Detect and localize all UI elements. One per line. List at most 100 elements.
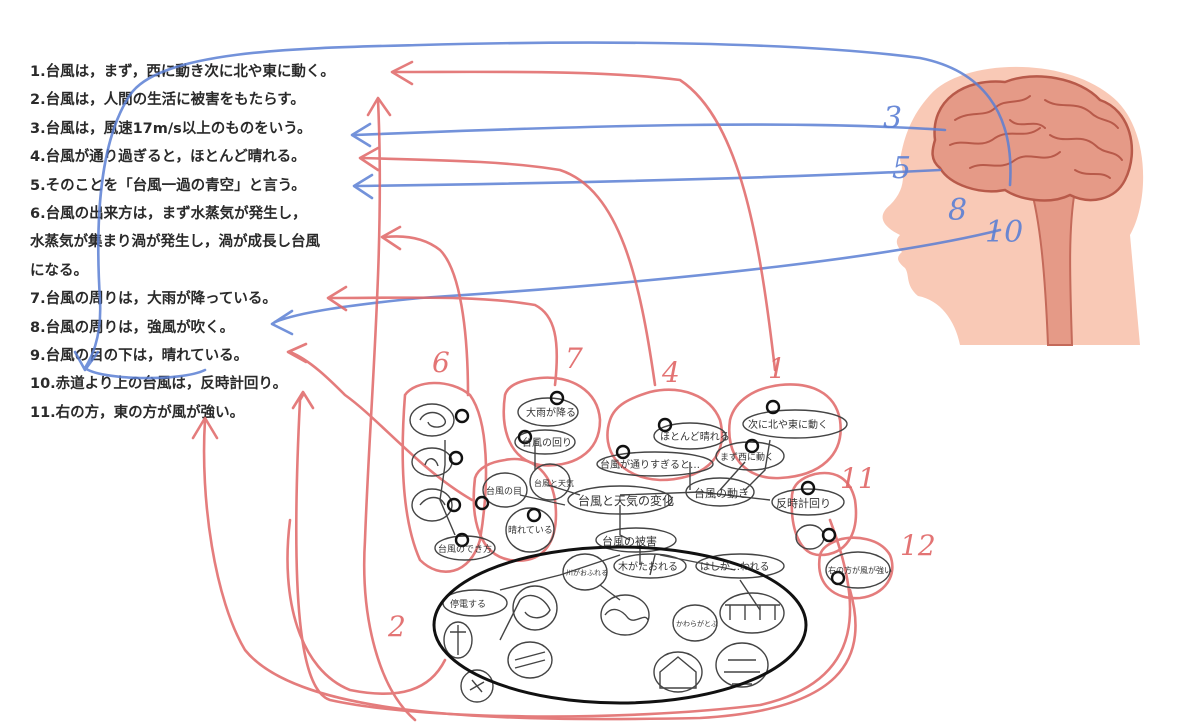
node-damage (595, 527, 677, 553)
sketch-spiral (409, 403, 455, 437)
statement-5: 5.そのことを「台風一過の青空」と言う。 (30, 177, 306, 194)
label-rain: 大雨が降る (526, 406, 576, 419)
spinal-cord (1028, 183, 1077, 346)
outline-group-7 (502, 376, 602, 467)
brain-number-8: 8 (948, 193, 967, 228)
label-counterclockwise: 反時計回り (776, 496, 831, 510)
label-eye: 台風の目 (486, 485, 522, 497)
marker (821, 527, 837, 543)
sketch-whirl (795, 524, 825, 550)
red-arrow-4 (360, 156, 657, 387)
node-counterclockwise (771, 488, 845, 516)
red-arrow-9 (288, 350, 474, 502)
head-brain-illustration (882, 66, 1144, 346)
red-arrows (191, 60, 894, 722)
node-eye (482, 472, 528, 508)
marker (765, 399, 781, 415)
marker (800, 480, 816, 496)
node-sunny (505, 507, 555, 553)
label-north-east: 次に北や東に動く (748, 418, 828, 431)
map-number-2: 2 (387, 610, 406, 643)
marker (474, 495, 490, 511)
node-rain-around (514, 429, 576, 455)
outline-group-1 (727, 383, 842, 480)
statement-2: 2.台風は，人間の生活に被害をもたらす。 (30, 92, 305, 109)
statement-1: 1.台風は，まず，西に動き次に北や東に動く。 (30, 64, 335, 80)
damage-area-ellipse (432, 545, 808, 705)
blue-arrow-10 (83, 41, 1012, 380)
brain-number-3: 3 (883, 101, 902, 136)
red-arrow-7 (328, 296, 559, 387)
label-center: 台風と天気の変化 (578, 493, 674, 508)
statement-6c: になる。 (30, 262, 88, 279)
brain-number-5: 5 (892, 151, 911, 186)
label-damage: 台風の被害 (602, 534, 657, 548)
statement-10: 10.赤道より上の台風は，反時計回り。 (30, 376, 288, 393)
sketch-clouds (411, 488, 453, 522)
red-arrow-12 (202, 418, 857, 721)
outline-group-11 (790, 471, 858, 557)
label-movement: 台風の動き (694, 486, 749, 500)
label-bridge-broken: はしが…われる (700, 560, 770, 573)
map-number-4: 4 (661, 356, 680, 389)
label-sunny: 晴れている (508, 524, 553, 536)
outline-group-6 (401, 381, 488, 573)
node-north-east (742, 409, 848, 439)
node-west-first (715, 441, 785, 471)
map-number-12: 12 (900, 529, 936, 562)
label-formation: 台風のでき方 (438, 543, 492, 555)
node-bridge-broken (695, 553, 785, 579)
marker (526, 507, 542, 523)
red-arrow-2 (363, 98, 417, 722)
marker (830, 570, 846, 586)
marker (446, 497, 462, 513)
sketch-house-broken (507, 641, 553, 679)
node-east-strong (825, 551, 891, 589)
map-number-labels: 6 7 4 1 2 11 12 (387, 342, 936, 643)
marker (454, 408, 470, 424)
blue-arrow-3 (353, 123, 947, 137)
blue-arrow-8 (273, 228, 1002, 324)
marker (454, 532, 470, 548)
sketch-pole (443, 621, 473, 659)
statement-3: 3.台風は，風速17m/s以上のものをいう。 (30, 120, 312, 137)
sketch-rubble (715, 642, 769, 688)
statement-8: 8.台風の周りは，強風が吹く。 (30, 319, 235, 336)
label-mostly-sunny: ほとんど晴れる (660, 430, 730, 443)
statement-list: 1.台風は，まず，西に動き次に北や東に動く。 2.台風は，人間の生活に被害をもた… (30, 58, 450, 427)
outline-group-12 (817, 536, 894, 600)
label-power-outage: 停電する (450, 598, 486, 610)
node-tree-fall (613, 553, 687, 579)
label-rain-around: 台風の回り (522, 436, 572, 449)
statement-6b: 水蒸気が集まり渦が発生し，渦が成長し台風 (30, 234, 320, 251)
marker (657, 417, 673, 433)
map-number-11: 11 (840, 462, 876, 495)
marker (448, 450, 464, 466)
blue-arrow-5 (353, 168, 942, 188)
statement-7: 7.台風の周りは，大雨が降っている。 (30, 291, 277, 308)
node-typhoon-weather (529, 463, 571, 501)
red-arrow-1 (393, 70, 777, 372)
mind-map-labels: 台風と天気の変化 台風と天気 台風の動き 台風の被害 台風の目 次に北や東に動く… (438, 406, 892, 628)
map-number-6: 6 (432, 346, 450, 379)
label-passing: 台風が通りすぎると… (600, 458, 700, 471)
label-roof-tiles: かわらがとぶ (676, 619, 718, 628)
marker (615, 444, 631, 460)
marker (744, 438, 760, 454)
label-tree-fall: 木がたおれる (618, 560, 678, 573)
marker-circles (446, 390, 846, 586)
marker (549, 390, 565, 406)
sketch-house (653, 651, 703, 693)
label-west-first: まず西に動く (720, 452, 774, 463)
statement-9: 9.台風の目の下は，晴れている。 (30, 348, 249, 365)
marker (517, 429, 533, 445)
brain-number-10: 10 (985, 215, 1023, 250)
node-roof-tiles (672, 604, 718, 642)
label-typhoon-weather: 台風と天気 (534, 478, 574, 488)
statement-4: 4.台風が通り過ぎると，ほとんど晴れる。 (30, 149, 306, 166)
node-movement (685, 477, 755, 507)
brain-number-labels: 3 5 8 10 (883, 101, 1023, 250)
statement-11: 11.右の方，東の方が風が強い。 (30, 404, 245, 421)
